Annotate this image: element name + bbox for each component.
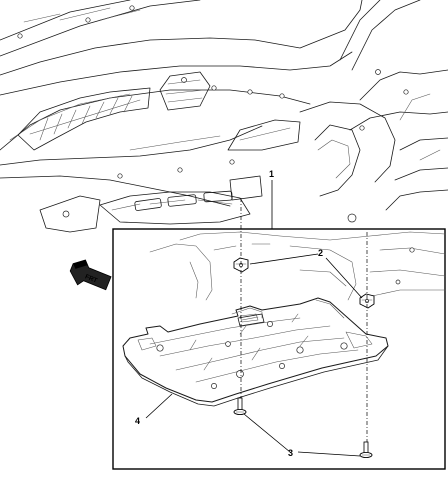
bolt-left <box>233 397 247 416</box>
grille-opening <box>17 87 151 151</box>
fascia-bolts <box>17 5 285 179</box>
detail-inset <box>112 180 446 470</box>
callout-1: 1 <box>269 169 274 179</box>
callout-4: 4 <box>135 416 140 426</box>
right-frame-rail <box>299 0 448 223</box>
front-direction-arrow: FRT <box>69 259 112 291</box>
bolt-right <box>359 441 373 459</box>
radiator-support <box>99 71 301 225</box>
front-fascia-outline <box>0 0 363 207</box>
inset-background-structure <box>149 231 446 301</box>
leader-lines <box>145 180 363 457</box>
callout-3: 3 <box>288 448 293 458</box>
underbody-shield <box>122 297 389 407</box>
frt-label: FRT <box>84 273 98 284</box>
alignment-lines <box>240 198 368 442</box>
callout-2: 2 <box>318 248 323 258</box>
lower-bolt-fasteners <box>233 397 373 459</box>
